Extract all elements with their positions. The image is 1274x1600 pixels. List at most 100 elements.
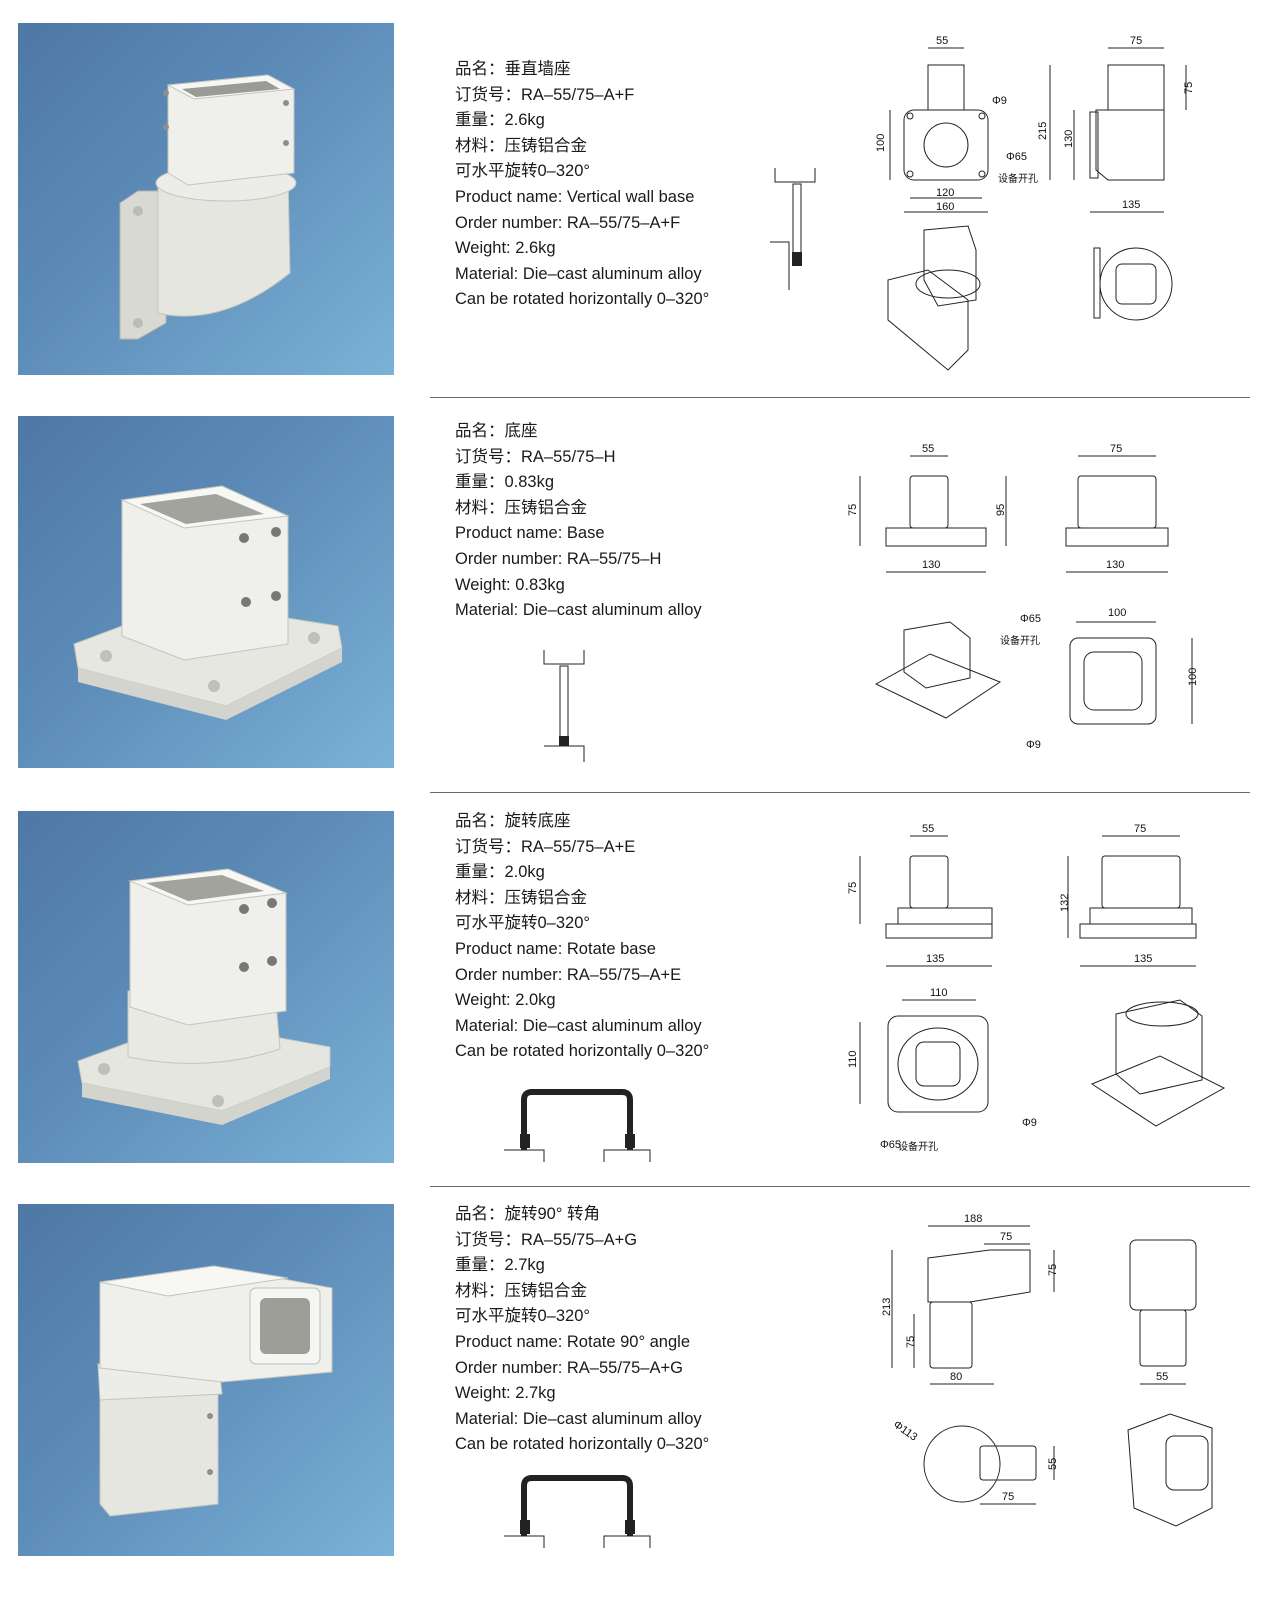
spec-line: 订货号：RA–55/75–H: [455, 447, 616, 466]
spec-line: 重量：2.6kg: [455, 111, 545, 130]
dim-label: 213: [881, 1298, 893, 1316]
spec-line: Can be rotated horizontally 0–320°: [455, 1435, 710, 1454]
spec-line: 重量：2.0kg: [455, 863, 545, 882]
spec-line: Material: Die–cast aluminum alloy: [455, 1409, 702, 1428]
dim-label: 75: [1047, 1264, 1059, 1276]
section-divider: [430, 792, 1250, 793]
product-section-rotate-base: 品名：旋转底座 订货号：RA–55/75–A+E 重量：2.0kg 材料：压铸铝…: [0, 792, 1274, 1187]
dim-label: 110: [930, 987, 948, 999]
product-photo: [18, 1204, 394, 1556]
dim-label: 135: [926, 953, 944, 965]
spec-line: Material: Die–cast aluminum alloy: [455, 601, 702, 620]
spec-line: 材料：压铸铝合金: [455, 136, 587, 155]
dim-label: 55: [1047, 1458, 1059, 1470]
dim-label: 160: [936, 201, 954, 213]
spec-line: Order number: RA–55/75–A+G: [455, 1358, 683, 1377]
product-spec: 品名：旋转底座 订货号：RA–55/75–A+E 重量：2.0kg 材料：压铸铝…: [455, 809, 709, 1065]
dim-label: 80: [950, 1371, 962, 1383]
dim-label: 75: [1183, 82, 1195, 94]
dim-label: Φ9: [992, 95, 1007, 107]
technical-drawing: 55 75 135 75 132 135 110 110 Φ65 设备开孔 Φ9: [847, 823, 1226, 1153]
dim-label: 设备开孔: [898, 1140, 938, 1153]
spec-line: Product name: Rotate base: [455, 939, 656, 958]
mounting-schematic: [770, 168, 816, 290]
product-photo: [18, 416, 394, 768]
dim-label: 130: [922, 559, 940, 571]
technical-drawing: 55 100 120 160 Φ9 Φ65 设备开孔 75 75 215 130…: [875, 35, 1195, 371]
spec-line: Weight: 2.7kg: [455, 1384, 556, 1403]
mounting-schematic: [504, 1475, 651, 1548]
spec-line: Order number: RA–55/75–A+E: [455, 965, 682, 984]
spec-line: Can be rotated horizontally 0–320°: [455, 290, 710, 309]
product-photo: [18, 811, 394, 1163]
dim-label: 100: [1187, 668, 1199, 686]
dim-label: 100: [875, 134, 887, 152]
dim-label: 55: [1156, 1371, 1168, 1383]
spec-line: 可水平旋转0–320°: [455, 162, 590, 181]
product-section-vertical-wall-base: 品名：垂直墙座 订货号：RA–55/75–A+F 重量：2.6kg 材料：压铸铝…: [0, 0, 1274, 398]
spec-line: 订货号：RA–55/75–A+F: [455, 85, 635, 104]
spec-line: Product name: Rotate 90° angle: [455, 1332, 690, 1351]
spec-line: Product name: Vertical wall base: [455, 187, 695, 206]
dim-label: 95: [995, 504, 1007, 516]
dim-label: Φ9: [1022, 1117, 1037, 1129]
spec-line: Weight: 2.0kg: [455, 991, 556, 1010]
spec-line: 材料：压铸铝合金: [455, 888, 587, 907]
dim-label: Φ65: [1020, 613, 1041, 625]
dim-label: 75: [905, 1336, 917, 1348]
dim-label: 55: [922, 823, 934, 835]
dim-label: 55: [936, 35, 948, 47]
dim-label: 55: [922, 443, 934, 455]
dim-label: 135: [1134, 953, 1152, 965]
dim-label: Φ65: [1006, 151, 1027, 163]
dim-label: 75: [847, 882, 859, 894]
dim-label: Φ65: [880, 1139, 901, 1151]
spec-line: Weight: 2.6kg: [455, 239, 556, 258]
spec-line: 品名：旋转90° 转角: [455, 1205, 601, 1223]
product-photo: [18, 23, 394, 375]
product-section-rotate-90-angle: 品名：旋转90° 转角 订货号：RA–55/75–A+G 重量：2.7kg 材料…: [0, 1186, 1274, 1600]
spec-line: Product name: Base: [455, 524, 605, 543]
spec-line: Order number: RA–55/75–H: [455, 549, 662, 568]
product-spec: 品名：垂直墙座 订货号：RA–55/75–A+F 重量：2.6kg 材料：压铸铝…: [455, 57, 709, 313]
dim-label: 100: [1108, 607, 1126, 619]
dim-label: 75: [1002, 1491, 1014, 1503]
spec-line: 可水平旋转0–320°: [455, 1307, 590, 1326]
dim-label: 130: [1106, 559, 1124, 571]
spec-line: 订货号：RA–55/75–A+E: [455, 837, 636, 856]
mounting-schematic: [543, 650, 585, 762]
dim-label: 215: [1037, 122, 1049, 140]
dim-label: 75: [1130, 35, 1142, 47]
dim-label: 188: [964, 1213, 982, 1225]
technical-drawing: 188 75 75 213 75 80 55 Φ113 55 75: [881, 1213, 1213, 1527]
spec-line: Can be rotated horizontally 0–320°: [455, 1042, 710, 1061]
section-divider: [430, 1186, 1250, 1187]
spec-line: 可水平旋转0–320°: [455, 914, 590, 933]
spec-line: 材料：压铸铝合金: [455, 1281, 587, 1300]
spec-line: 品名：底座: [455, 422, 538, 440]
spec-line: Material: Die–cast aluminum alloy: [455, 264, 702, 283]
spec-line: Weight: 0.83kg: [455, 575, 565, 594]
technical-drawing: 55 75 130 75 95 130 Φ65 设备开孔 100 100 Φ9: [847, 443, 1199, 751]
dim-label: 设备开孔: [1000, 634, 1040, 647]
dim-label: 75: [847, 504, 859, 516]
dim-label: 110: [847, 1050, 859, 1068]
spec-line: Order number: RA–55/75–A+F: [455, 213, 681, 232]
spec-line: 品名：旋转底座: [455, 812, 571, 830]
product-spec: 品名：旋转90° 转角 订货号：RA–55/75–A+G 重量：2.7kg 材料…: [455, 1202, 709, 1458]
dim-label: 135: [1122, 199, 1140, 211]
dim-label: 132: [1059, 894, 1071, 912]
spec-line: 订货号：RA–55/75–A+G: [455, 1230, 638, 1249]
dim-label: 设备开孔: [998, 172, 1038, 185]
spec-line: 重量：2.7kg: [455, 1256, 545, 1275]
dim-label: 75: [1110, 443, 1122, 455]
product-spec: 品名：底座 订货号：RA–55/75–H 重量：0.83kg 材料：压铸铝合金 …: [455, 419, 702, 624]
dim-label: Φ9: [1026, 739, 1041, 751]
spec-line: 重量：0.83kg: [455, 473, 555, 492]
mounting-schematic: [504, 1089, 651, 1162]
spec-line: 材料：压铸铝合金: [455, 498, 587, 517]
dim-label: 75: [1134, 823, 1146, 835]
dim-label: 75: [1000, 1231, 1012, 1243]
dim-label: Φ113: [891, 1419, 919, 1444]
product-section-base: 品名：底座 订货号：RA–55/75–H 重量：0.83kg 材料：压铸铝合金 …: [0, 398, 1274, 793]
